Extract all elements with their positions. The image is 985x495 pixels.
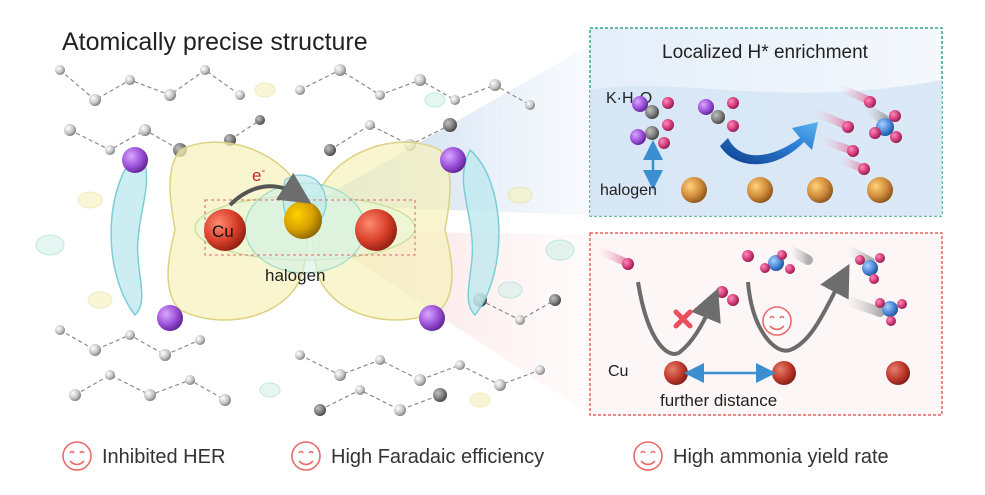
cyan-density-lobes — [110, 148, 500, 317]
red-x-icon — [673, 309, 693, 329]
halogen-atom-row — [681, 177, 893, 203]
cu-atom-right — [355, 209, 397, 251]
halogen-label-left: halogen — [265, 266, 326, 285]
smiley-icon — [762, 306, 792, 336]
big-blue-arrow — [720, 122, 818, 165]
halogen-atom — [284, 201, 322, 239]
cu-atom-left — [204, 209, 246, 251]
electron-transfer-arrow — [228, 172, 312, 207]
electron-label: e- — [252, 165, 265, 185]
cu-label-bottom: Cu — [608, 363, 628, 380]
success-pathway-arrow — [746, 263, 850, 353]
ammonia-molecule-bottom-2 — [843, 245, 885, 284]
water-molecule-3 — [698, 97, 739, 132]
main-title: Atomically precise structure — [62, 28, 368, 56]
footer-smiley-1 — [62, 441, 92, 471]
top-box-title: Localized H* enrichment — [662, 42, 869, 63]
footer-label-1: Inhibited HER — [102, 446, 225, 468]
footer-label-2: High Faradaic efficiency — [331, 446, 544, 468]
ammonia-molecule-bottom-1 — [742, 245, 813, 274]
top-box-wave — [590, 80, 942, 216]
distance-label: further distance — [660, 391, 777, 410]
footer-smiley-3 — [633, 441, 663, 471]
cu-atom-row — [664, 361, 910, 385]
cu-label-left: Cu — [212, 222, 234, 241]
failed-pathway-arrow — [636, 281, 721, 356]
potassium-atoms — [122, 147, 466, 331]
density-specks — [35, 82, 575, 408]
ammonia-molecule-bottom-3 — [840, 295, 907, 326]
footer-smiley-2 — [291, 441, 321, 471]
water-molecule-1 — [632, 96, 674, 131]
footer-label-3: High ammonia yield rate — [673, 446, 889, 468]
halogen-label-top: halogen — [600, 182, 657, 199]
h-atoms-top — [811, 84, 876, 175]
ammonia-molecule-top — [860, 103, 902, 143]
